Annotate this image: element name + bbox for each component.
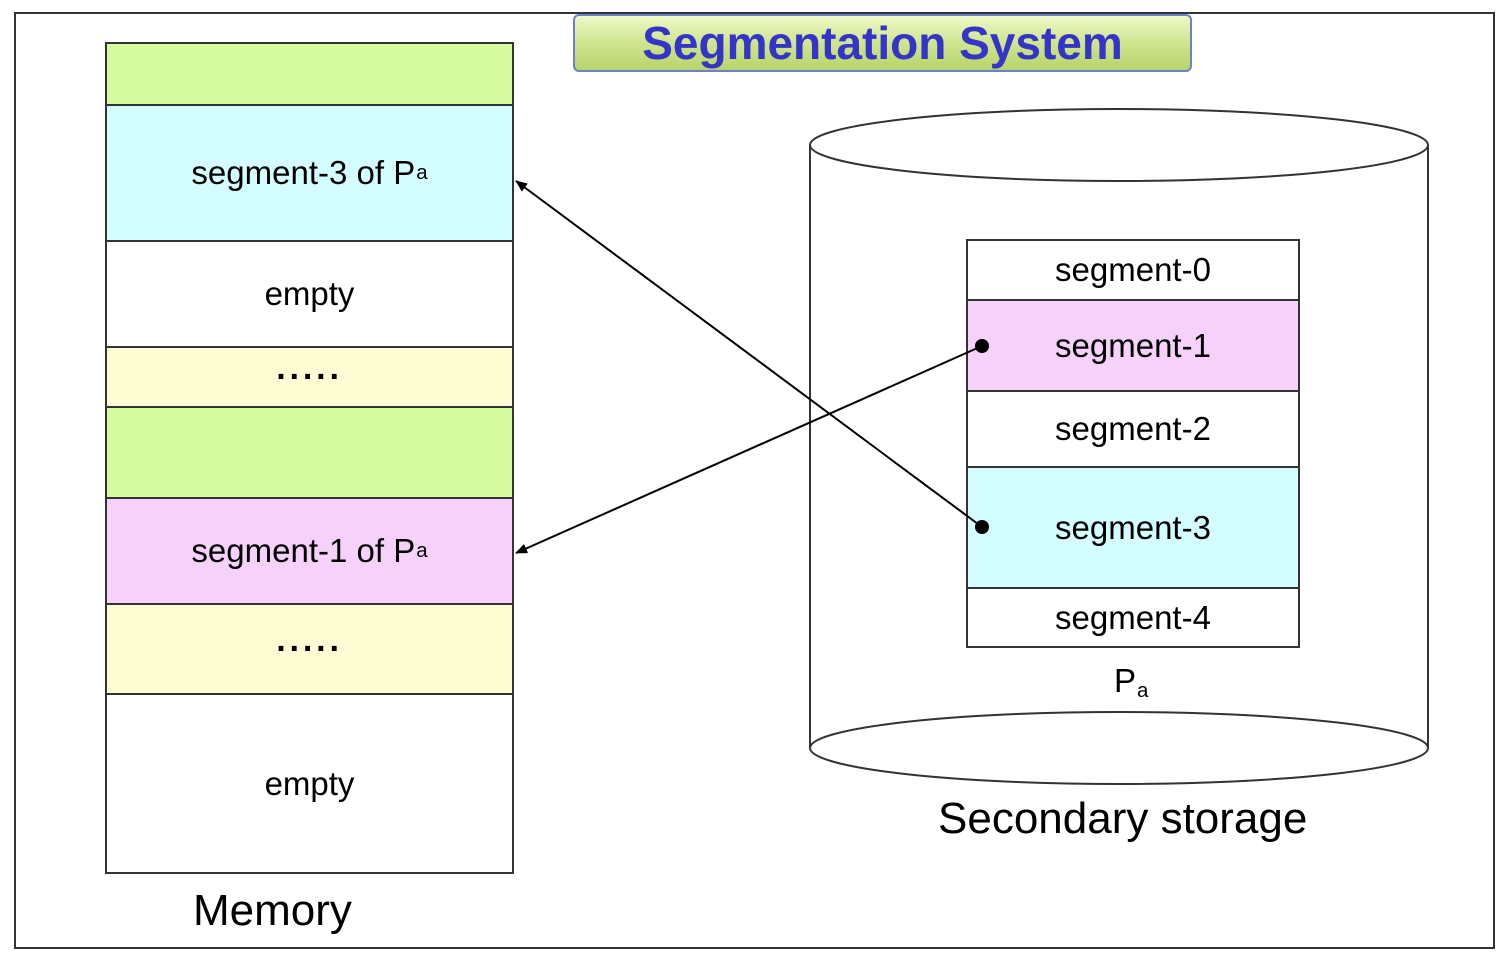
memory-cell-ellipsis: ····· <box>107 605 512 695</box>
memory-cell-empty: empty <box>107 695 512 872</box>
storage-cylinder <box>809 108 1429 785</box>
secondary-storage-label: Secondary storage <box>938 794 1308 843</box>
storage-segment-label: segment-2 <box>1055 410 1211 447</box>
storage-segment-label: segment-0 <box>1055 251 1211 288</box>
diagram-title-text: Segmentation System <box>642 17 1123 69</box>
memory-cell-0 <box>107 44 512 106</box>
storage-segment-2: segment-2 <box>968 392 1298 468</box>
memory-cell-empty: empty <box>107 242 512 348</box>
storage-segment-4: segment-4 <box>968 589 1298 646</box>
process-label-text: P <box>1114 662 1137 699</box>
storage-segment-label: segment-1 <box>1055 326 1211 364</box>
storage-segment-1: segment-1 <box>968 301 1298 392</box>
storage-segment-label: segment-4 <box>1055 598 1211 636</box>
process-label: Pa <box>1114 662 1148 703</box>
storage-segment-3: segment-3 <box>968 468 1298 589</box>
memory-label: Memory <box>193 886 352 935</box>
process-segments-box: segment-0 segment-1 segment-2 segment-3 … <box>966 239 1300 648</box>
memory-cell-dots: ····· <box>276 630 343 668</box>
diagram-title: Segmentation System <box>573 14 1192 72</box>
process-label-subscript: a <box>1137 679 1149 703</box>
memory-cell-4 <box>107 408 512 499</box>
memory-cell-dots: ····· <box>276 358 343 396</box>
memory-cell-text: empty <box>264 275 355 312</box>
memory-cell-text: segment-1 of P <box>191 532 416 569</box>
segment-1-arrow-origin <box>975 339 989 353</box>
diagram-frame <box>14 12 1495 949</box>
memory-cell-ellipsis: ····· <box>107 348 512 408</box>
arrow-segment-1-to-memory <box>515 345 983 554</box>
cylinder-bottom <box>809 711 1429 785</box>
memory-cell-subscript: a <box>416 539 428 562</box>
storage-segment-label: segment-3 <box>1055 508 1211 546</box>
cylinder-top <box>809 108 1429 182</box>
arrow-segment-3-to-memory <box>515 180 983 528</box>
memory-cell-text: segment-3 of P <box>191 154 416 191</box>
segment-3-arrow-origin <box>975 520 989 534</box>
memory-cell-text: empty <box>264 764 355 802</box>
memory-cell-subscript: a <box>416 161 428 184</box>
storage-segment-0: segment-0 <box>968 241 1298 301</box>
